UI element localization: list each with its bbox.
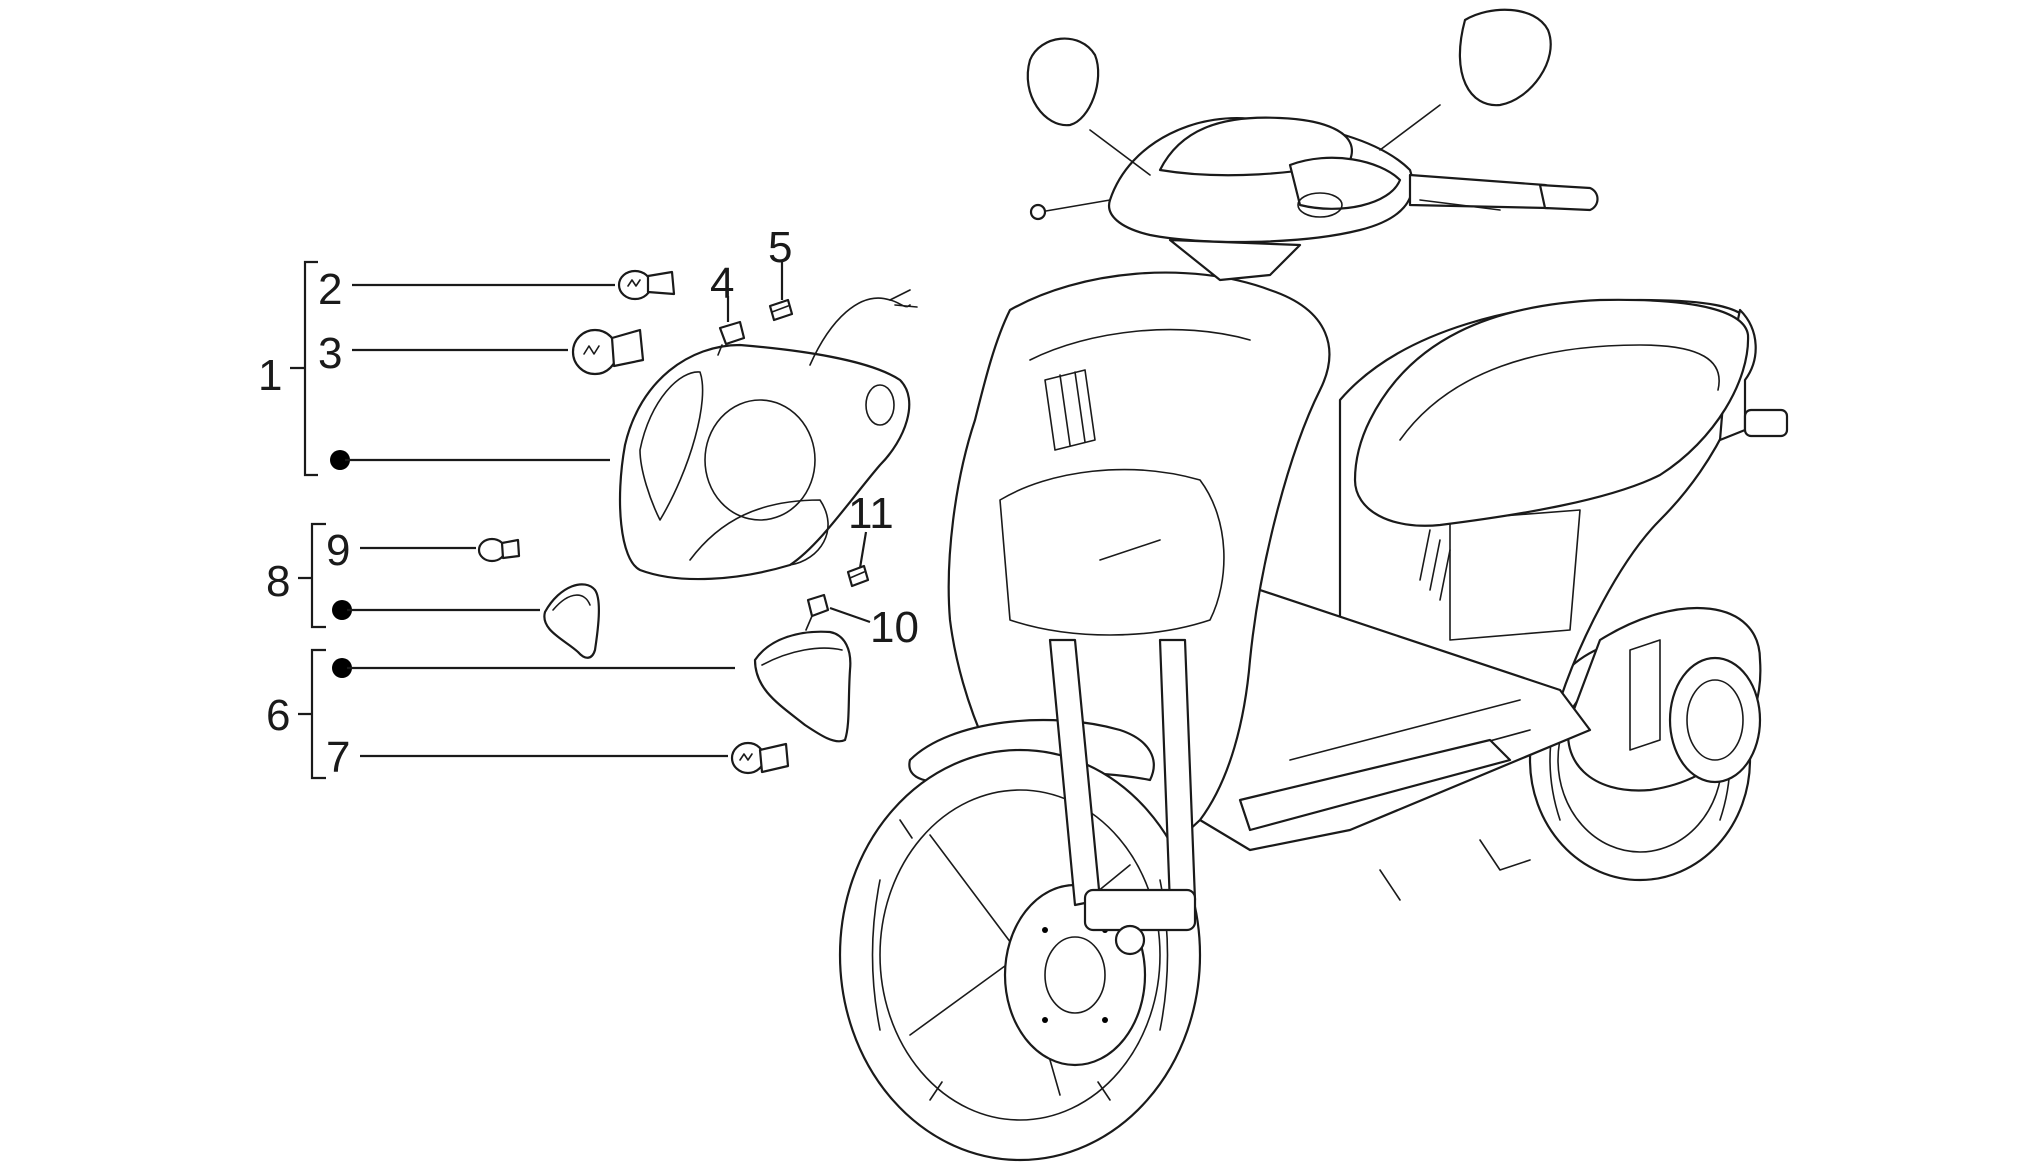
leader-11 [858,531,868,569]
callout-10: 10 [870,603,919,652]
bracket-group-1 [290,260,318,477]
bulb-small [617,269,676,301]
engine-swingarm [1567,606,1762,792]
scooter-illustration [838,8,1789,1162]
front-wheel [838,748,1202,1162]
leader-10 [829,606,871,624]
bulb-7 [730,741,790,775]
callout-2: 2 [318,265,342,314]
bracket-group-8 [298,522,326,629]
bulb-9 [477,537,521,563]
screw-5 [768,298,794,322]
callout-3: 3 [318,329,342,378]
callout-1: 1 [258,351,282,400]
callout-7: 7 [326,733,350,782]
screw-11 [846,564,870,588]
tail-light-8 [543,583,600,659]
leader-dot-1 [330,450,350,470]
exploded-parts [477,269,918,775]
callout-brackets [290,260,326,780]
callout-4: 4 [710,259,734,308]
clip-10 [805,593,830,631]
handlebar [1026,8,1599,282]
leader-dot-8 [332,600,352,620]
clip-4 [717,320,746,356]
front-body [947,271,1331,862]
leader-lines [330,262,871,758]
turn-signal-6 [753,630,852,743]
headlight-assembly [618,289,918,581]
callout-5: 5 [768,223,792,272]
callout-11: 11 [848,489,894,538]
bulb-large [571,328,645,376]
front-fork [1048,638,1197,956]
leader-dot-6 [332,658,352,678]
callout-9: 9 [326,526,350,575]
callout-8: 8 [266,557,290,606]
callout-6: 6 [266,691,290,740]
seat [1353,298,1750,527]
bracket-group-6 [298,648,326,780]
callout-labels: 1 2 3 4 5 6 7 8 9 10 11 [258,223,919,782]
